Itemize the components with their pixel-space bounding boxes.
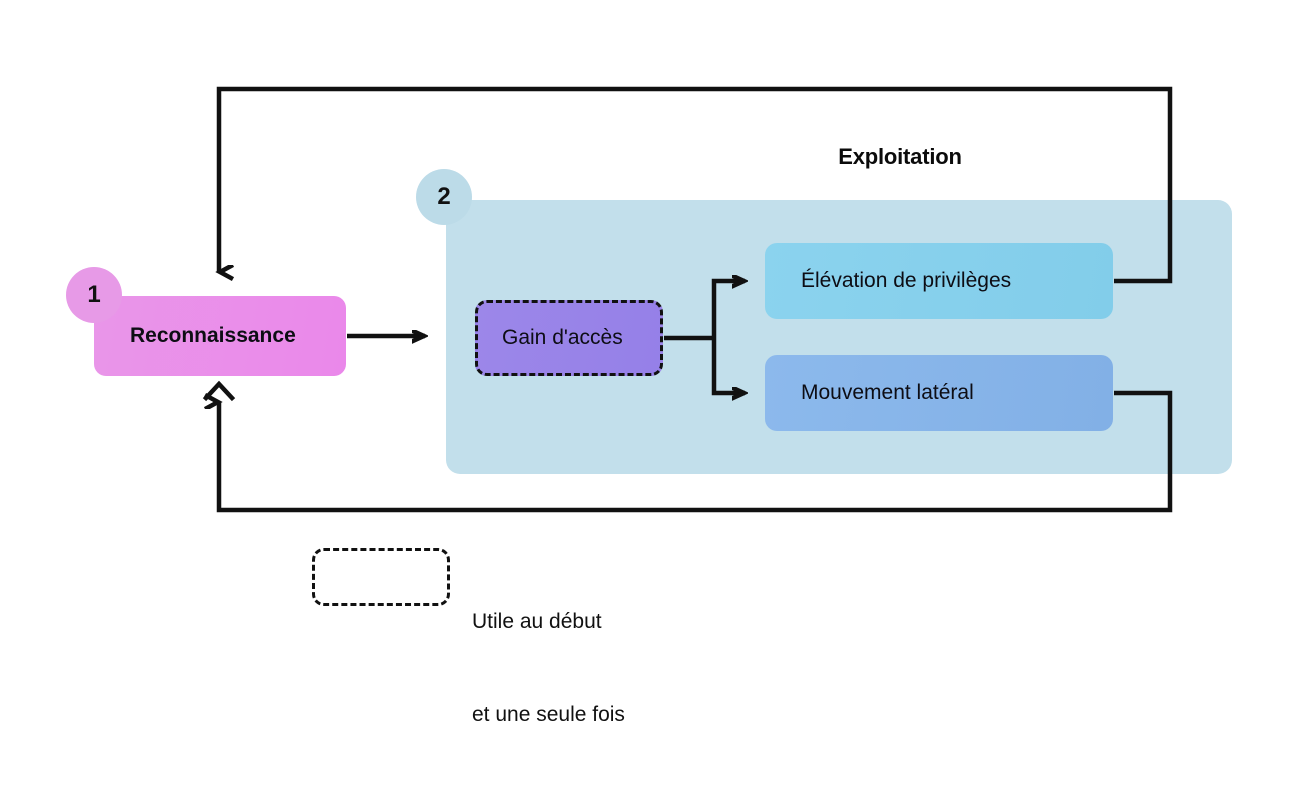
node-mouvement-lateral[interactable]: Mouvement latéral — [765, 355, 1113, 431]
step-badge-2: 2 — [416, 169, 472, 225]
node-gain-acces-label: Gain d'accès — [502, 326, 623, 349]
legend-text: Utile au début et une seule fois — [472, 544, 625, 792]
step-badge-2-label: 2 — [437, 183, 451, 210]
node-reconnaissance-label: Reconnaissance — [130, 324, 296, 347]
diagram-canvas: Exploitation 1 2 Reconnaissance Gain d'a… — [66, 86, 1232, 726]
legend-text-line-1: Utile au début — [472, 610, 602, 633]
node-elevation-privileges[interactable]: Élévation de privilèges — [765, 243, 1113, 319]
node-reconnaissance[interactable]: Reconnaissance — [94, 296, 346, 376]
step-badge-1: 1 — [66, 267, 122, 323]
legend: Utile au début et une seule fois — [312, 546, 712, 726]
node-mouvement-lateral-label: Mouvement latéral — [801, 381, 974, 404]
legend-text-line-2: et une seule fois — [472, 703, 625, 726]
legend-dashed-swatch — [312, 548, 450, 606]
phase-title-exploitation: Exploitation — [838, 144, 962, 169]
node-elevation-privileges-label: Élévation de privilèges — [801, 269, 1012, 292]
node-gain-acces[interactable]: Gain d'accès — [475, 300, 663, 376]
step-badge-1-label: 1 — [87, 281, 101, 308]
